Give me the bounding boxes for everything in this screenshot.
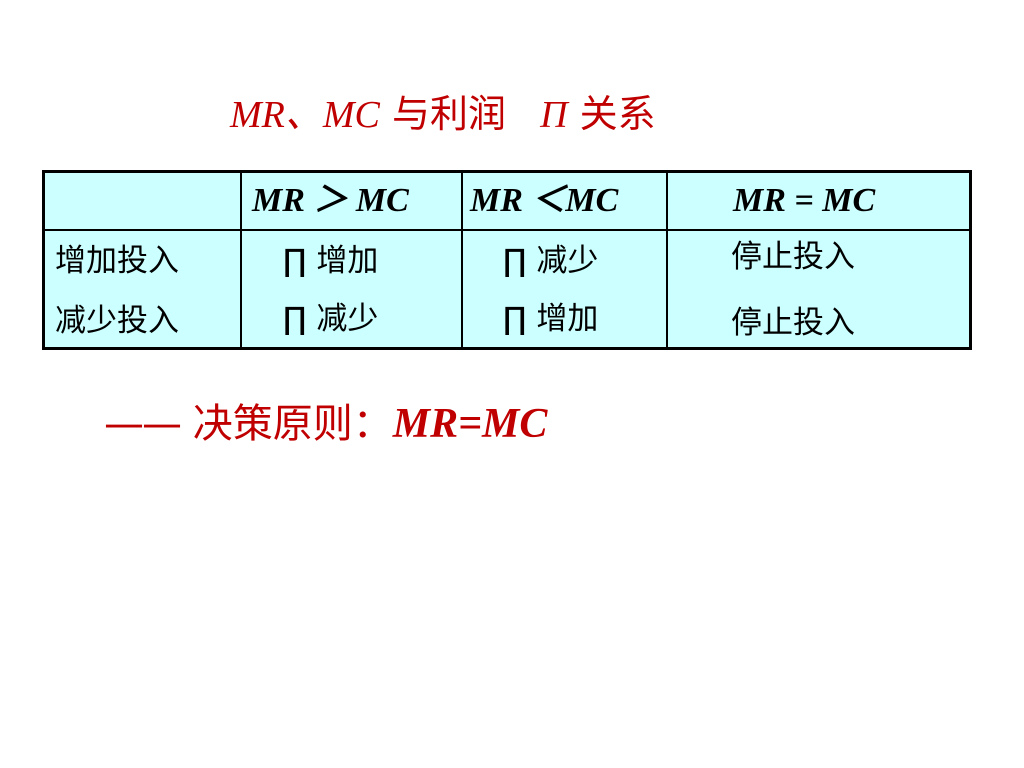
row-label-decrease: 减少投入 (55, 303, 179, 339)
table-header-mr-eq-mc: MR = MC (733, 182, 876, 219)
decision-rule: —— 决策原则：MR=MC (104, 396, 547, 452)
table-header-mr-gt-mc: MR ＞ MC (252, 182, 409, 219)
table-header-divider (45, 229, 969, 231)
title-variables: MR、MC (230, 94, 380, 136)
title-relation: 关系 (579, 92, 656, 136)
cell-mr-lt-mc-increase: ∏ 减少 (503, 243, 599, 279)
cell-mr-lt-mc-decrease: ∏ 增加 (503, 301, 599, 337)
rule-formula: MR=MC (392, 401, 548, 447)
cell-mr-gt-mc-decrease: ∏ 减少 (283, 301, 379, 337)
title-profit-symbol: Π (540, 94, 568, 136)
cell-mr-eq-mc-increase: 停止投入 (731, 239, 855, 275)
rule-dash: —— (104, 401, 182, 447)
row-label-increase: 增加投入 (55, 243, 179, 279)
title-text: 与利润 (391, 92, 506, 136)
rule-label: 决策原则： (192, 401, 393, 447)
table-col-divider-2 (461, 173, 463, 347)
table-col-divider-3 (666, 173, 668, 347)
table-header-mr-lt-mc: MR ＜MC (470, 182, 619, 219)
cell-mr-eq-mc-decrease: 停止投入 (731, 305, 855, 341)
relation-table: MR ＞ MC MR ＜MC MR = MC 增加投入 ∏ 增加 ∏ 减少 停止… (42, 170, 972, 350)
cell-mr-gt-mc-increase: ∏ 增加 (283, 243, 379, 279)
table-col-divider-1 (240, 173, 242, 347)
slide-title: MR、MC 与利润 Π 关系 (230, 86, 656, 143)
